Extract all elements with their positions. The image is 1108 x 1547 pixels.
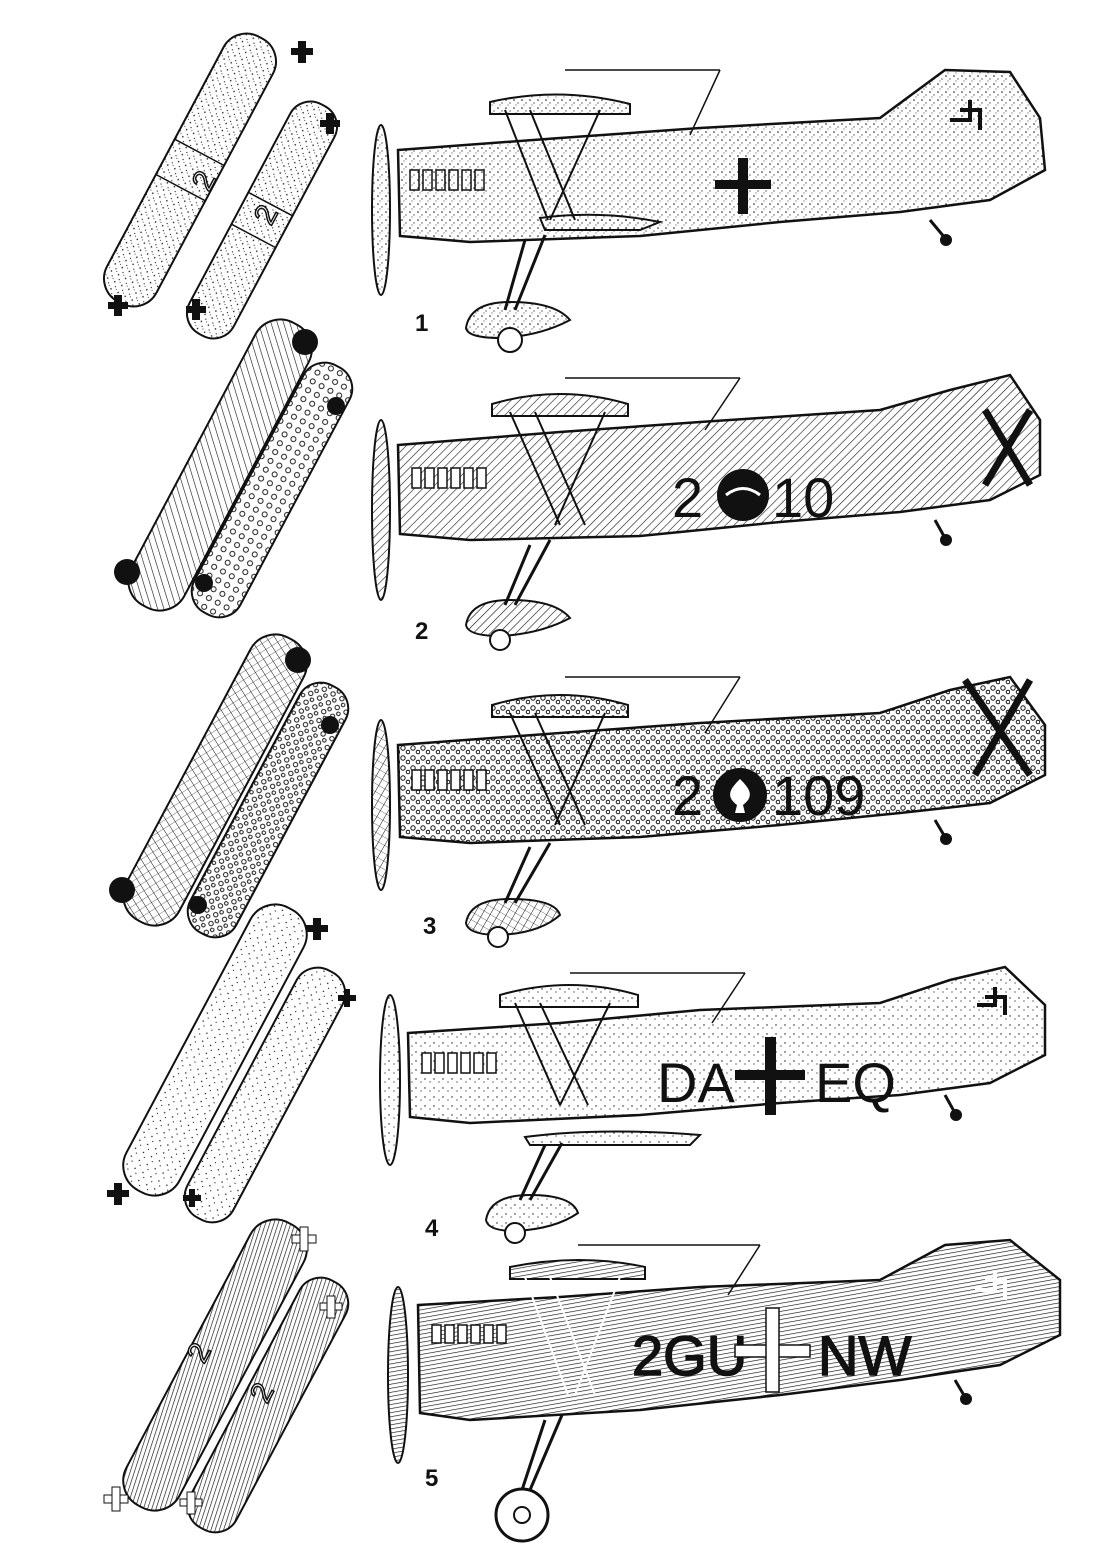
wheel xyxy=(494,1487,550,1543)
upper-wing-profile xyxy=(509,1259,646,1280)
propeller xyxy=(371,124,391,296)
variant-2-drawing: 2 10 xyxy=(114,318,1042,651)
variant-number: 3 xyxy=(423,913,437,940)
variant-3-drawing: 2 109 xyxy=(109,633,1047,948)
wheel-spat xyxy=(484,1193,580,1233)
propeller xyxy=(387,1286,409,1464)
exhaust-stubs xyxy=(421,1052,497,1074)
cabane-struts xyxy=(514,1002,611,1106)
landing-gear xyxy=(503,234,547,311)
wing-disc-marking xyxy=(109,647,339,914)
variant-row-4: DA EQ 4 xyxy=(0,903,1108,1245)
lower-wing-plan xyxy=(186,1276,350,1534)
wing-disc-marking xyxy=(114,329,345,592)
exhaust-stubs xyxy=(411,769,487,791)
wheel-spat xyxy=(464,598,572,638)
lower-wing-profile xyxy=(523,1130,703,1146)
upper-wing-profile xyxy=(491,694,629,718)
propeller xyxy=(371,419,391,601)
tail-wheel xyxy=(928,219,947,239)
fuselage xyxy=(406,965,1047,1125)
side-profile: 2GU NW xyxy=(387,1238,1062,1543)
tail-swastika-marking xyxy=(977,987,1007,1015)
landing-gear xyxy=(518,1142,564,1201)
fuselage-code-right: EQ xyxy=(815,1051,896,1114)
lower-wing-plan xyxy=(186,681,350,939)
tail-saltire-marking xyxy=(981,408,1034,487)
propeller xyxy=(371,719,391,891)
fuselage-code-left: DA xyxy=(657,1051,735,1114)
side-profile: 2 109 xyxy=(371,675,1047,948)
fuselage-cross-insignia xyxy=(715,158,771,214)
upper-wing-profile xyxy=(491,393,629,417)
wheel-spat xyxy=(464,897,562,937)
side-profile: DA EQ xyxy=(379,965,1047,1244)
exhaust-stubs xyxy=(431,1324,507,1344)
side-profile: 2 10 xyxy=(371,373,1042,651)
fuselage xyxy=(396,675,1047,845)
lower-wing-profile xyxy=(538,213,664,231)
landing-gear xyxy=(520,1414,564,1491)
wing-cross-marking xyxy=(107,918,356,1207)
fuselage xyxy=(416,1238,1062,1422)
fuselage-disc-insignia xyxy=(713,768,767,822)
fuselage-code-right: 10 xyxy=(772,466,834,529)
side-profile xyxy=(371,68,1047,353)
variant-row-2: 2 10 2 xyxy=(0,300,1108,651)
tail-swastika-marking xyxy=(950,100,982,130)
tail-swastika-marking xyxy=(975,1270,1007,1300)
cabane-struts xyxy=(524,1276,621,1396)
variant-number: 2 xyxy=(415,618,429,645)
fuselage xyxy=(396,373,1042,542)
cabane-struts xyxy=(509,411,606,526)
variant-1-drawing: 2 2 xyxy=(103,32,1047,353)
landing-gear xyxy=(503,539,552,606)
lower-wing-plan xyxy=(186,100,338,340)
fuselage-code-left: 2 xyxy=(672,764,703,827)
variant-row-5: 2 2 2GU NW xyxy=(0,1205,1108,1545)
variant-row-3: 2 109 3 xyxy=(0,615,1108,955)
upper-wing-plan xyxy=(127,318,313,612)
lower-wing-plan xyxy=(190,361,354,619)
landing-gear xyxy=(503,842,552,904)
lower-wing-plan xyxy=(183,966,347,1224)
tail-saltire-marking xyxy=(962,678,1034,777)
exhaust-stubs xyxy=(409,169,485,191)
wing-cross-marking xyxy=(103,1226,343,1515)
propeller xyxy=(379,994,401,1166)
wing-cross-marking xyxy=(108,41,340,320)
variant-number: 1 xyxy=(415,310,429,337)
upper-wing-plan xyxy=(122,903,308,1197)
upper-wing-plan xyxy=(122,633,308,927)
cabane-struts xyxy=(509,712,606,826)
variant-5-drawing: 2 2 2GU NW xyxy=(103,1218,1062,1543)
upper-wing-profile xyxy=(489,93,631,115)
variant-row-1: 2 2 xyxy=(0,10,1108,353)
fuselage-code-left: 2 xyxy=(672,466,703,529)
variant-4-drawing: DA EQ xyxy=(107,903,1047,1244)
exhaust-stubs xyxy=(411,467,487,489)
fuselage-cross-insignia xyxy=(735,1037,805,1115)
variant-number: 4 xyxy=(425,1215,439,1242)
upper-wing-profile xyxy=(499,984,639,1008)
fuselage-cross-insignia xyxy=(734,1307,811,1393)
wheel-spat xyxy=(464,300,572,340)
cabane-struts xyxy=(504,109,601,221)
fuselage-code-left: 2GU xyxy=(632,1324,747,1387)
fuselage xyxy=(396,68,1047,244)
fuselage-code-right: 109 xyxy=(772,764,865,827)
fuselage-disc-insignia xyxy=(717,469,769,521)
variant-number: 5 xyxy=(425,1465,439,1492)
fuselage-code-right: NW xyxy=(818,1324,911,1387)
upper-wing-plan xyxy=(122,1218,308,1512)
